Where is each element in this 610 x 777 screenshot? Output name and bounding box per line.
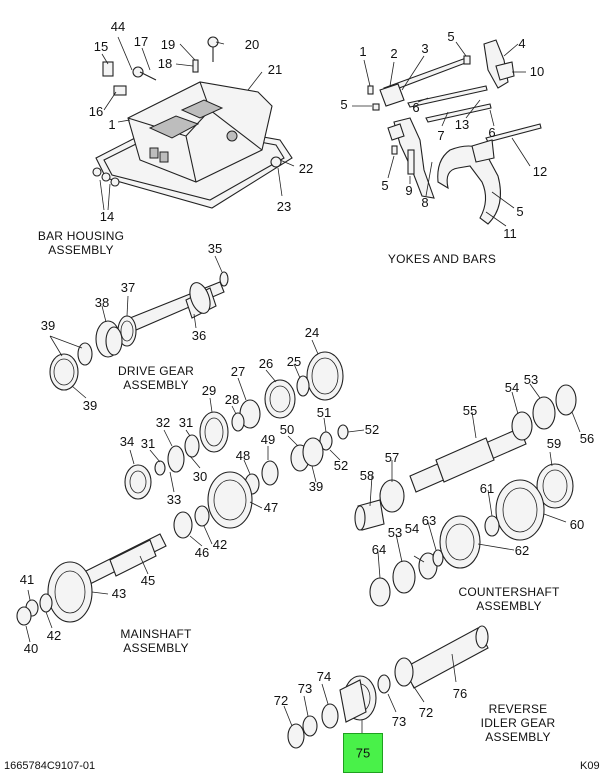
callout-30: 30 [192,469,208,484]
callout-24: 24 [304,325,320,340]
callout-59: 59 [546,436,562,451]
callout-47: 47 [263,500,279,515]
callout-34: 34 [119,434,135,449]
callout-12: 12 [532,164,548,179]
callout-20: 20 [244,37,260,52]
callout-33: 33 [166,492,182,507]
drive-gear-drawing [49,255,229,399]
callout-74: 74 [316,669,332,684]
callout-54: 54 [504,380,520,395]
callout-13: 13 [454,117,470,132]
callout-62: 62 [514,543,530,558]
callout-17: 17 [133,34,149,49]
callout-48: 48 [235,448,251,463]
callout-5: 5 [447,29,455,44]
label-reverse-idler-gear-assembly: REVERSE IDLER GEAR ASSEMBLY [480,702,556,744]
callout-5: 5 [381,178,389,193]
label-bar-housing-assembly: BAR HOUSING ASSEMBLY [37,229,125,257]
callout-43: 43 [111,586,127,601]
callout-41: 41 [19,572,35,587]
callout-28: 28 [224,392,240,407]
callout-29: 29 [201,383,217,398]
callout-53: 53 [387,525,403,540]
label-yokes-and-bars: YOKES AND BARS [387,252,497,266]
callout-64: 64 [371,542,387,557]
callout-61: 61 [479,481,495,496]
callout-2: 2 [390,46,398,61]
callout-27: 27 [230,364,246,379]
callout-54: 54 [404,521,420,536]
callout-5: 5 [340,97,348,112]
callout-5: 5 [516,204,524,219]
callout-39: 39 [82,398,98,413]
callout-15: 15 [93,39,109,54]
callout-18: 18 [157,56,173,71]
callout-1: 1 [108,117,116,132]
highlighted-part-75[interactable]: 75 [343,733,383,773]
callout-11: 11 [503,226,517,241]
callout-23: 23 [276,199,292,214]
callout-42: 42 [46,628,62,643]
callout-26: 26 [258,356,274,371]
callout-35: 35 [207,241,223,256]
callout-37: 37 [120,280,136,295]
callout-4: 4 [518,36,526,51]
callout-49: 49 [260,432,276,447]
label-countershaft-assembly: COUNTERSHAFT ASSEMBLY [458,585,560,613]
drawing-number: 1665784C9107-01 [4,760,96,772]
callout-72: 72 [418,705,434,720]
callout-21: 21 [267,62,283,77]
callout-60: 60 [569,517,585,532]
callout-7: 7 [437,128,445,143]
callout-6: 6 [412,100,420,115]
callout-63: 63 [421,513,437,528]
callout-1: 1 [359,44,367,59]
callout-31: 31 [178,415,194,430]
callout-44: 44 [110,19,126,34]
callout-73: 73 [297,681,313,696]
callout-38: 38 [94,295,110,310]
callout-39: 39 [308,479,324,494]
callout-25: 25 [286,354,302,369]
callout-36: 36 [191,328,207,343]
callout-22: 22 [298,161,314,176]
callout-46: 46 [194,545,210,560]
callout-39: 39 [40,318,56,333]
callout-19: 19 [160,37,176,52]
callout-3: 3 [421,41,429,56]
label-mainshaft-assembly: MAINSHAFT ASSEMBLY [120,627,192,655]
callout-40: 40 [23,641,39,656]
callout-57: 57 [384,450,400,465]
callout-31: 31 [140,436,156,451]
callout-10: 10 [529,64,545,79]
label-drive-gear-assembly: DRIVE GEAR ASSEMBLY [117,364,195,392]
mainshaft-drawing [16,339,365,643]
callout-45: 45 [140,573,156,588]
callout-55: 55 [462,403,478,418]
callout-16: 16 [88,104,104,119]
callout-9: 9 [405,183,413,198]
callout-42: 42 [212,537,228,552]
yokes-and-bars-drawing [352,39,542,227]
reverse-idler-drawing [283,625,489,749]
callout-6: 6 [488,125,496,140]
callout-52: 52 [364,422,380,437]
callout-73: 73 [391,714,407,729]
callout-14: 14 [99,209,115,224]
countershaft-drawing [354,383,581,607]
callout-50: 50 [279,422,295,437]
callout-72: 72 [273,693,289,708]
callout-76: 76 [452,686,468,701]
callout-53: 53 [523,372,539,387]
callout-75: 75 [355,745,371,761]
callout-58: 58 [359,468,375,483]
callout-8: 8 [421,195,429,210]
callout-32: 32 [155,415,171,430]
page-code: K09 [580,760,600,772]
bar-housing-drawing [92,36,295,211]
callout-52: 52 [333,458,349,473]
callout-56: 56 [579,431,595,446]
callout-51: 51 [316,405,332,420]
